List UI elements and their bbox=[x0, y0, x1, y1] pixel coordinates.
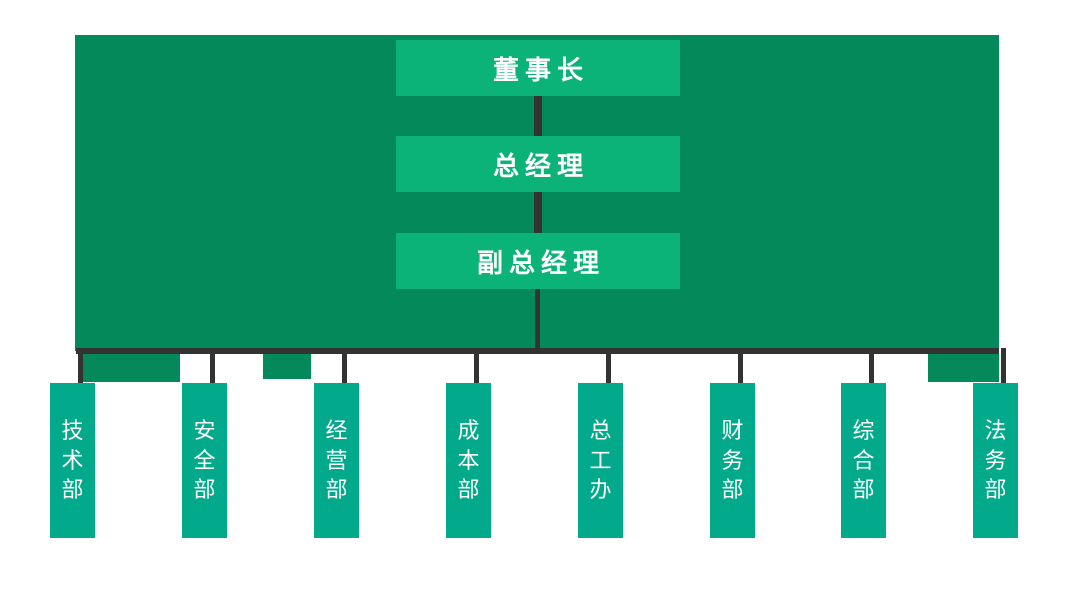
connector-drop-technology bbox=[78, 348, 83, 392]
panel-extension-middle bbox=[263, 351, 311, 379]
connector-drop-legal bbox=[1001, 348, 1006, 392]
node-department-legal[interactable]: 法 务 部 bbox=[973, 383, 1018, 538]
node-department-technology-label: 技 术 部 bbox=[50, 383, 95, 538]
node-general-manager-label: 总经理 bbox=[492, 150, 589, 181]
connector-drop-general-affairs bbox=[869, 348, 874, 392]
node-department-chief-engineer-office-label: 总 工 办 bbox=[578, 383, 623, 538]
dept-char: 安 bbox=[193, 417, 216, 443]
node-department-legal-label: 法 务 部 bbox=[973, 383, 1018, 538]
dept-char: 办 bbox=[589, 477, 612, 503]
connector-trunk bbox=[535, 289, 540, 351]
node-department-cost-label: 成 本 部 bbox=[446, 383, 491, 538]
dept-char: 工 bbox=[589, 447, 612, 473]
dept-char: 部 bbox=[984, 477, 1007, 503]
dept-char: 务 bbox=[721, 447, 744, 473]
node-chairman[interactable]: 董事长 bbox=[396, 40, 680, 96]
dept-char: 部 bbox=[721, 477, 744, 503]
dept-char: 本 bbox=[457, 447, 480, 473]
dept-char: 部 bbox=[852, 477, 875, 503]
connector-drop-operations bbox=[342, 348, 347, 392]
dept-char: 部 bbox=[193, 477, 216, 503]
panel-extension-left bbox=[78, 351, 180, 382]
dept-char: 营 bbox=[325, 447, 348, 473]
dept-char: 经 bbox=[325, 417, 348, 443]
dept-char: 全 bbox=[193, 447, 216, 473]
node-department-operations[interactable]: 经 营 部 bbox=[314, 383, 359, 538]
node-deputy-general-manager[interactable]: 副总经理 bbox=[396, 233, 680, 289]
dept-char: 部 bbox=[61, 477, 84, 503]
node-department-finance[interactable]: 财 务 部 bbox=[710, 383, 755, 538]
node-department-general-affairs-label: 综 合 部 bbox=[841, 383, 886, 538]
node-department-general-affairs[interactable]: 综 合 部 bbox=[841, 383, 886, 538]
node-department-chief-engineer-office[interactable]: 总 工 办 bbox=[578, 383, 623, 538]
node-department-safety[interactable]: 安 全 部 bbox=[182, 383, 227, 538]
node-deputy-general-manager-label: 副总经理 bbox=[476, 247, 605, 278]
dept-char: 术 bbox=[61, 447, 84, 473]
connector-drop-chief-engineer-office bbox=[606, 348, 611, 392]
node-department-safety-label: 安 全 部 bbox=[182, 383, 227, 538]
node-general-manager[interactable]: 总经理 bbox=[396, 136, 680, 192]
dept-char: 部 bbox=[457, 477, 480, 503]
dept-char: 总 bbox=[589, 417, 612, 443]
dept-char: 务 bbox=[984, 447, 1007, 473]
connector-drop-finance bbox=[738, 348, 743, 392]
panel-extension-right bbox=[928, 351, 999, 382]
dept-char: 合 bbox=[852, 447, 875, 473]
node-department-finance-label: 财 务 部 bbox=[710, 383, 755, 538]
node-department-technology[interactable]: 技 术 部 bbox=[50, 383, 95, 538]
connector-horizontal-bus bbox=[76, 348, 999, 354]
dept-char: 部 bbox=[325, 477, 348, 503]
dept-char: 法 bbox=[984, 417, 1007, 443]
connector-general-manager-to-deputy-manager bbox=[534, 192, 542, 233]
dept-char: 综 bbox=[852, 417, 875, 443]
dept-char: 技 bbox=[61, 417, 84, 443]
connector-chairman-to-general-manager bbox=[534, 96, 542, 136]
connector-drop-cost bbox=[474, 348, 479, 392]
connector-drop-safety bbox=[210, 348, 215, 392]
node-department-cost[interactable]: 成 本 部 bbox=[446, 383, 491, 538]
dept-char: 成 bbox=[457, 417, 480, 443]
node-department-operations-label: 经 营 部 bbox=[314, 383, 359, 538]
dept-char: 财 bbox=[721, 417, 744, 443]
node-chairman-label: 董事长 bbox=[492, 54, 589, 85]
